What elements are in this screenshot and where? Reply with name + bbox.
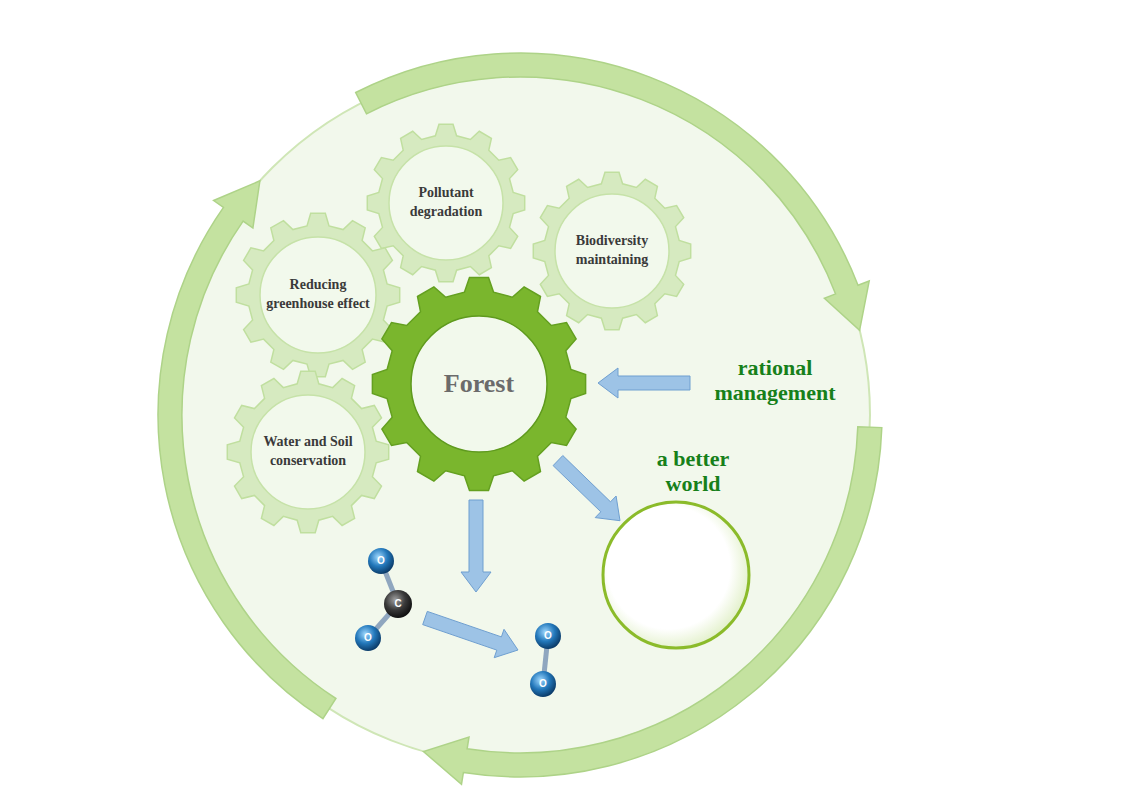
label-wrap: O <box>538 631 558 641</box>
land-shape <box>637 514 728 548</box>
node-shape <box>601 500 751 650</box>
gear-hub <box>251 395 365 509</box>
label-wrap: O <box>371 556 391 566</box>
main-gear: Forest <box>371 276 587 492</box>
globe-node: a better world <box>601 500 751 650</box>
gear-label: Pollutant degradation <box>393 184 499 222</box>
gear-label: Reducing greenhouse effect <box>264 276 372 314</box>
gear-label: Biodiversity maintaining <box>559 232 665 270</box>
heading-wrap: a better world <box>643 446 743 497</box>
gear-outline <box>227 371 388 532</box>
main-gear-label: Forest <box>444 368 514 399</box>
management-label: rational management <box>700 355 850 406</box>
text-wrap: Water and Soil conservation <box>226 370 390 534</box>
oxygen-atom <box>368 548 394 574</box>
node-shape <box>235 212 401 378</box>
globe-ocean <box>603 502 749 648</box>
oxygen-atom <box>530 671 556 697</box>
atom-letter: O <box>533 679 553 689</box>
block-arrow <box>598 368 690 398</box>
text-wrap: Forest <box>371 276 587 492</box>
atom-letter: O <box>371 556 391 566</box>
gear-hub <box>555 194 669 308</box>
node-shape <box>532 171 692 331</box>
block-arrow <box>461 500 491 592</box>
land-shape <box>634 553 729 648</box>
oxygen-atom <box>355 625 381 651</box>
gear-outline <box>533 172 690 329</box>
block-arrow <box>423 611 518 657</box>
land-shape <box>712 548 751 577</box>
function-gear: Water and Soil conservation <box>226 370 390 534</box>
land-shape <box>718 619 726 637</box>
function-gear: Biodiversity maintaining <box>532 171 692 331</box>
gear-outline <box>236 213 399 376</box>
gear-hub <box>389 146 503 260</box>
atom-letter: O <box>538 631 558 641</box>
atom-letter: C <box>388 599 408 609</box>
gear-hub <box>260 237 376 353</box>
label-wrap: O <box>358 633 378 643</box>
block-arrow <box>553 456 620 521</box>
land-shape <box>610 538 623 550</box>
carbon-atom <box>384 590 412 618</box>
atom-letter: O <box>358 633 378 643</box>
text-wrap: Biodiversity maintaining <box>532 171 692 331</box>
node-shape <box>226 370 390 534</box>
function-gear: Reducing greenhouse effect <box>235 212 401 378</box>
gear-outline <box>372 277 585 490</box>
globe-heading: a better world <box>643 446 743 497</box>
label-wrap: rational management <box>700 355 850 406</box>
globe-land <box>610 510 751 648</box>
oxygen-atom <box>535 623 561 649</box>
text-wrap: Reducing greenhouse effect <box>235 212 401 378</box>
label-wrap: O <box>533 679 553 689</box>
gear-hub <box>411 316 547 452</box>
land-shape <box>730 510 751 532</box>
gear-label: Water and Soil conservation <box>255 433 361 471</box>
label-wrap: C <box>388 599 408 609</box>
